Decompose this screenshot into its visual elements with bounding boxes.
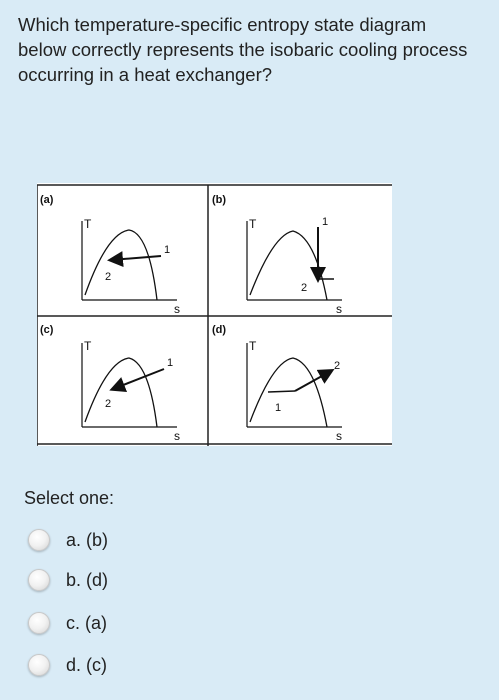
option-d[interactable]: d. (c) (28, 650, 228, 680)
option-b[interactable]: b. (d) (28, 565, 228, 595)
option-c[interactable]: c. (a) (28, 608, 228, 638)
radio-button-c[interactable] (28, 612, 50, 634)
select-one-label: Select one: (24, 488, 115, 508)
panel-a-process-arrow (107, 251, 162, 268)
panel-c-state-1: 1 (167, 357, 173, 369)
panel-d: (d) T s 1 2 (212, 324, 342, 443)
panel-b-state-1: 1 (322, 216, 328, 228)
ts-diagram-figure: (a) T s 1 2 (b) T s 1 2 (c) (37, 183, 392, 446)
panel-b-saturation-dome (249, 230, 328, 301)
radio-button-b[interactable] (28, 569, 50, 591)
panel-b-s-axis-label: s (336, 302, 342, 316)
panel-a-label: (a) (40, 194, 54, 206)
panel-a-s-axis-label: s (174, 302, 180, 316)
panel-c-label: (c) (40, 324, 54, 336)
panel-d-process-arrow (294, 369, 335, 392)
panel-b: (b) T s 1 2 (212, 194, 342, 316)
panel-c-process-arrow (109, 368, 165, 393)
panel-a-t-axis-label: T (84, 217, 92, 231)
panel-d-state-2: 2 (334, 360, 340, 372)
panel-a-state-2: 2 (105, 271, 111, 283)
panel-d-label: (d) (212, 324, 226, 336)
panel-a-state-1: 1 (164, 244, 170, 256)
option-d-label[interactable]: d. (c) (66, 654, 108, 675)
panel-b-t-axis-label: T (249, 217, 257, 231)
panel-b-state-2: 2 (301, 282, 307, 294)
panel-d-s-axis-label: s (336, 429, 342, 443)
option-a-label[interactable]: a. (b) (66, 529, 109, 550)
panel-c-t-axis-label: T (84, 339, 92, 353)
panel-d-process-line (267, 390, 296, 393)
option-c-label[interactable]: c. (a) (66, 612, 108, 633)
panel-d-state-1: 1 (275, 402, 281, 414)
panel-c: (c) T s 1 2 (40, 324, 180, 443)
panel-c-saturation-dome (84, 357, 158, 428)
panel-b-label: (b) (212, 194, 226, 206)
panel-a-saturation-dome (84, 229, 158, 301)
question-text: Which temperature-specific entropy state… (18, 14, 468, 85)
panel-c-s-axis-label: s (174, 429, 180, 443)
panel-c-state-2: 2 (105, 398, 111, 410)
radio-button-d[interactable] (28, 654, 50, 676)
panel-d-saturation-dome (249, 357, 328, 428)
radio-button-a[interactable] (28, 529, 50, 551)
panel-d-t-axis-label: T (249, 339, 257, 353)
option-a[interactable]: a. (b) (28, 525, 228, 555)
option-b-label[interactable]: b. (d) (66, 569, 109, 590)
panel-a: (a) T s 1 2 (40, 194, 180, 316)
